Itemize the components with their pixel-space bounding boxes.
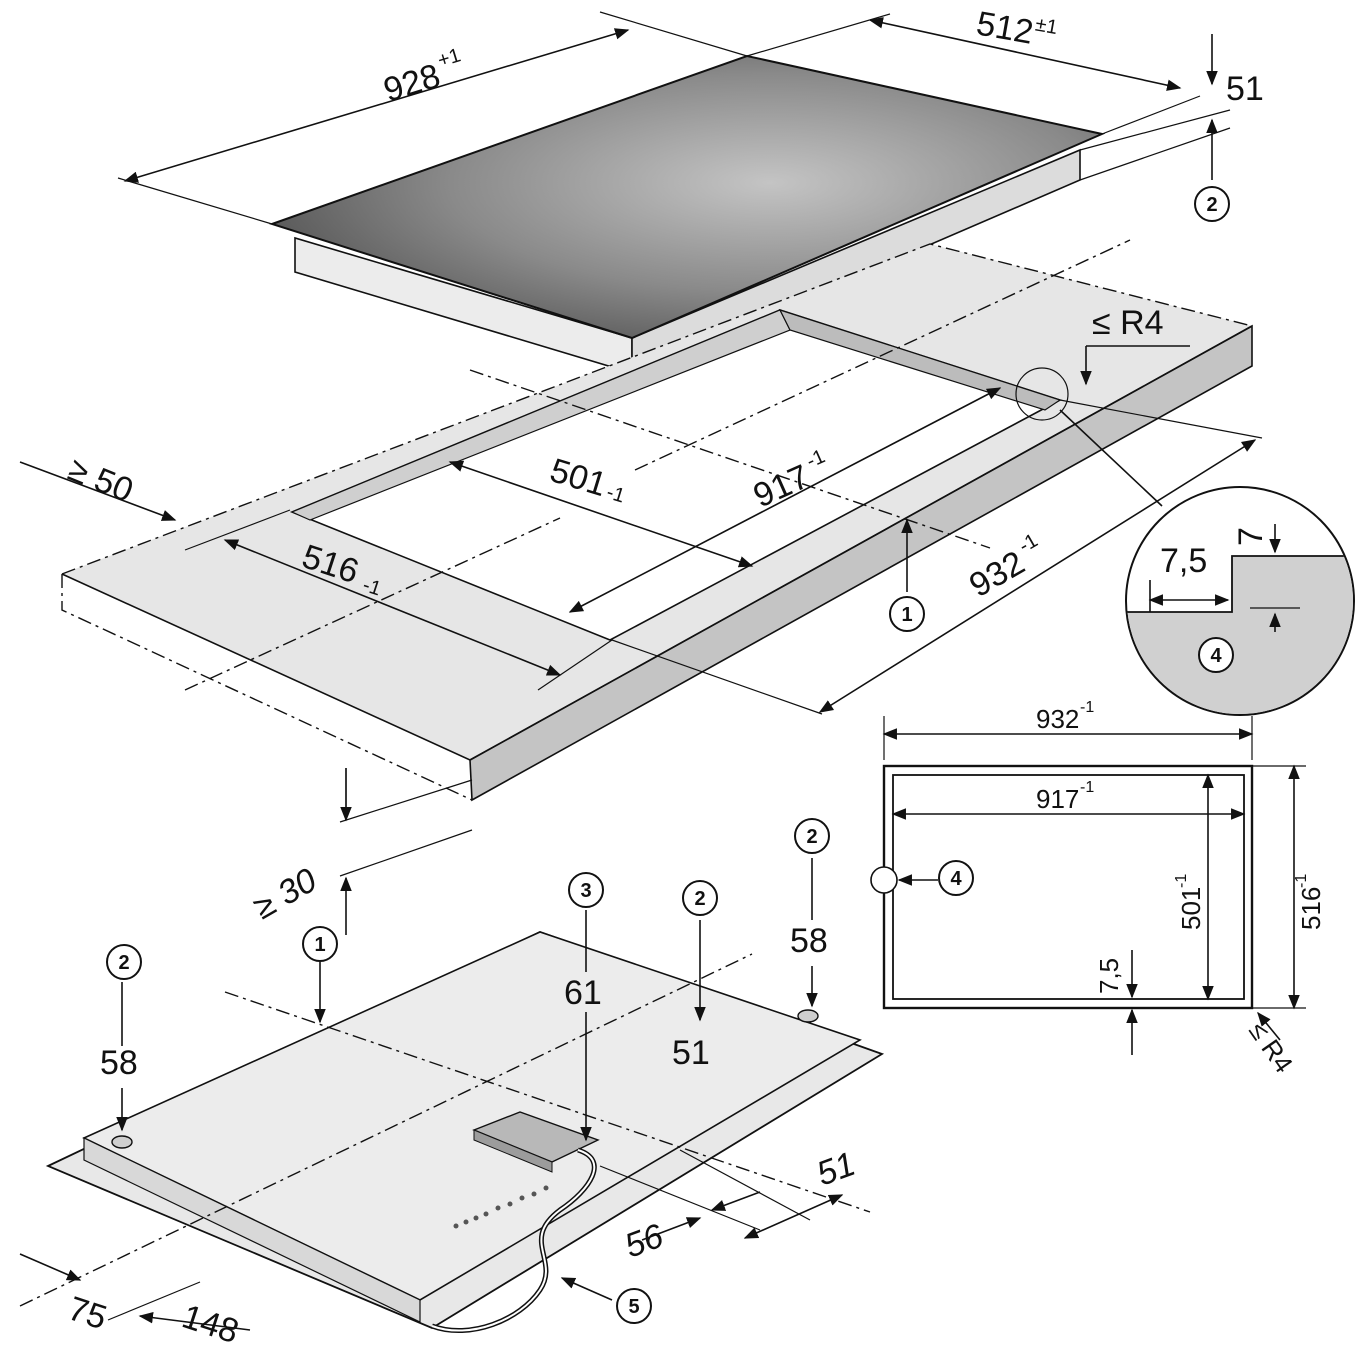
svg-text:-1: -1 [1080,699,1094,716]
callout-5: 5 [616,1288,652,1324]
svg-text:2: 2 [118,952,129,974]
svg-text:±1: ±1 [1034,14,1060,40]
svg-text:932: 932 [963,544,1031,605]
dim-7-5-plan-label: 7,5 [1094,958,1124,994]
callout-3: 3 [568,872,604,908]
svg-text:≥ 30: ≥ 30 [247,861,323,927]
dim-50-label: ≥ 50 [63,450,138,510]
svg-text:4: 4 [950,868,962,890]
svg-text:51: 51 [812,1145,861,1194]
dim-516-plan-label: 516 -1 [1293,874,1326,930]
dim-917-plan-label: 917 -1 [1036,779,1094,814]
dim-56-label: 56 [620,1217,669,1266]
dim-58-right-label: 58 [790,922,828,960]
svg-text:3: 3 [580,880,591,902]
dim-30-label: ≥ 30 [247,861,323,927]
svg-text:516: 516 [1296,887,1326,930]
svg-text:-1: -1 [1015,530,1041,558]
hob-dimensions [117,11,1231,225]
underside-centerline-1 [224,991,871,1213]
callout-2-right: 2 [794,818,830,854]
svg-text:-1: -1 [1173,874,1190,888]
svg-text:1: 1 [314,934,325,956]
callout-1-underside: 1 [302,926,338,962]
dim-75-label: 75 [64,1289,112,1337]
callout-1-worktop: 1 [889,596,925,632]
dim-r4-plan-label: ≤ R4 [1243,1016,1299,1078]
dim-501-plan-label: 501 -1 [1173,874,1206,930]
svg-text:-1: -1 [360,574,384,600]
svg-text:75: 75 [64,1289,112,1337]
svg-text:501: 501 [1176,887,1206,930]
dim-r4-label: ≤ R4 [1092,304,1164,342]
svg-text:5: 5 [628,1296,639,1318]
hob-underside-housing-side [83,1137,421,1323]
dim-512-label: 512 ±1 [974,4,1060,51]
dim-51-offset-label: 51 [812,1145,861,1194]
callout-4-plan: 4 [938,860,974,896]
svg-text:2: 2 [694,888,705,910]
svg-text:148: 148 [178,1297,244,1351]
svg-text:917: 917 [1036,784,1079,814]
callout-2-center: 2 [682,880,718,916]
underside-dimensions [19,858,844,1331]
svg-text:-1: -1 [1080,779,1094,796]
dim-932-label: 932 -1 [963,530,1042,605]
svg-text:-1: -1 [1293,874,1310,888]
svg-text:2: 2 [1206,194,1217,216]
svg-text:7: 7 [1232,527,1270,546]
detail-step-view: 7,5 7 [1125,486,1355,716]
dim-51-center-label: 51 [672,1034,710,1072]
dim-7-detail-label: 7 [1232,527,1270,546]
svg-text:2: 2 [806,826,817,848]
svg-text:≥ 50: ≥ 50 [63,450,138,510]
svg-text:928: 928 [379,57,444,110]
svg-text:1: 1 [901,604,912,626]
dim-932-plan-label: 932 -1 [1036,699,1094,734]
vent-slots [453,1185,549,1229]
underside-centerline-2 [19,953,753,1307]
cutout-plan-view [870,716,1306,1055]
callout-2-left: 2 [106,944,142,980]
hob-underside-view [45,931,885,1333]
dim-61-label: 61 [564,974,602,1012]
dim-148-label: 148 [178,1297,244,1351]
svg-text:+1: +1 [435,44,463,72]
svg-text:4: 4 [1210,645,1222,667]
svg-text:56: 56 [620,1217,669,1266]
cutout-rim-back [778,308,1062,411]
callout-4-detail: 4 [1198,637,1234,673]
svg-text:≤ R4: ≤ R4 [1243,1016,1299,1078]
dim-51-height-label: 51 [1226,70,1264,108]
worktop-dimensions [19,345,1263,935]
dim-7-5-detail-label: 7,5 [1160,542,1207,580]
svg-text:-1: -1 [604,481,627,507]
dim-58-left-label: 58 [100,1044,138,1082]
dim-928-label: 928 +1 [379,44,463,110]
svg-text:7,5: 7,5 [1094,958,1124,994]
callout-2-top: 2 [1194,186,1230,222]
svg-text:932: 932 [1036,704,1079,734]
